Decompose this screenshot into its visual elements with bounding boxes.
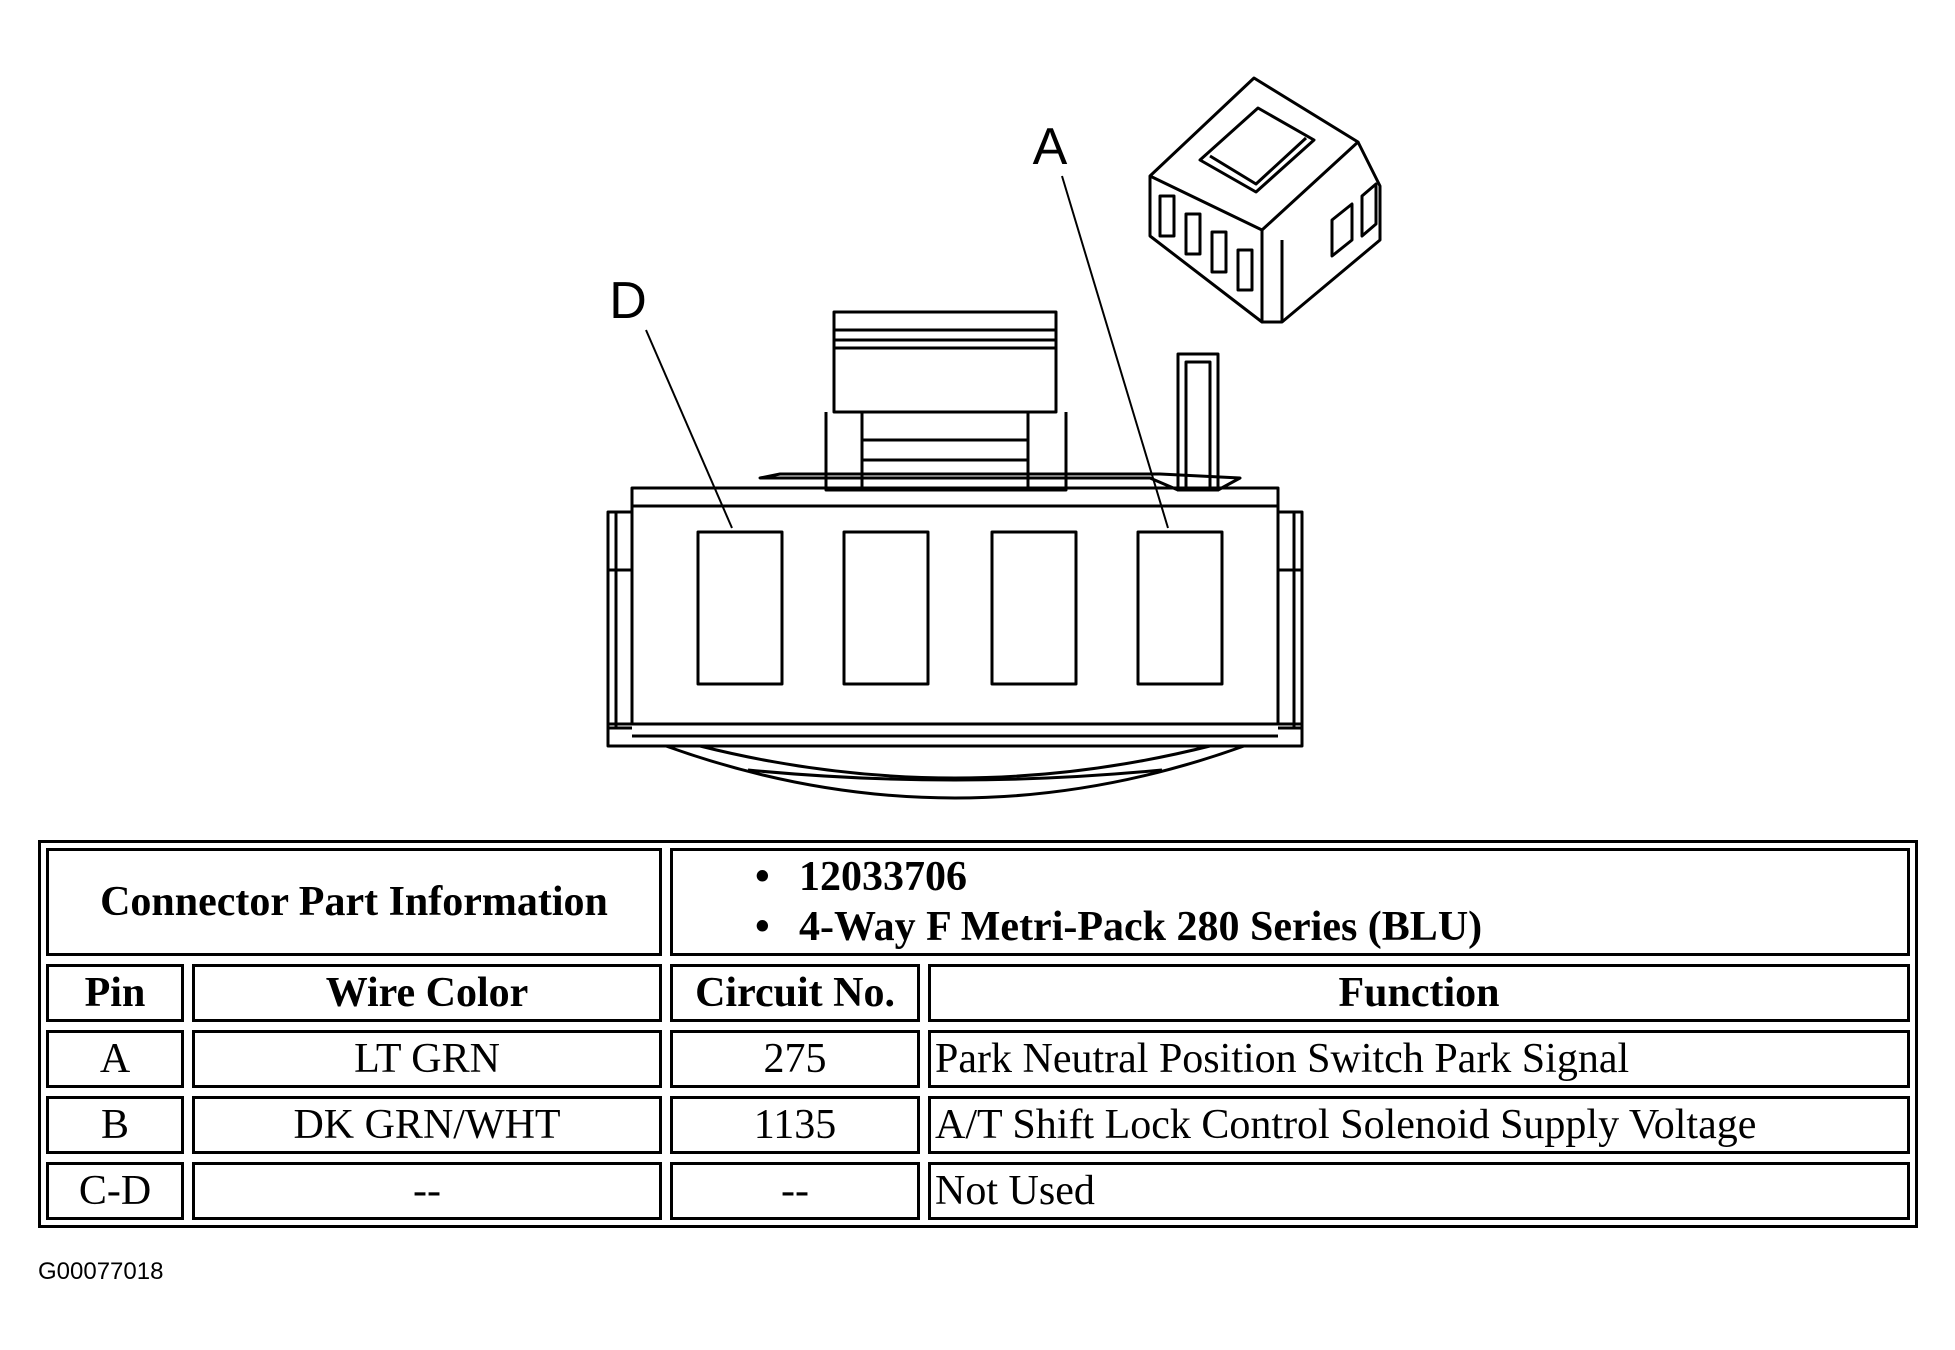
pin-cell: A xyxy=(46,1030,184,1088)
table-row: A LT GRN 275 Park Neutral Position Switc… xyxy=(46,1030,1910,1088)
function-cell: Not Used xyxy=(928,1162,1910,1220)
cavity-a xyxy=(1136,530,1224,686)
callout-a-leader xyxy=(1061,175,1169,529)
callout-d-label: D xyxy=(609,272,647,330)
connector-latch xyxy=(824,310,1068,492)
pin-cell: B xyxy=(46,1096,184,1154)
connector-info-table: Connector Part Information 12033706 4-Wa… xyxy=(38,840,1918,1228)
circuit-cell: 275 xyxy=(670,1030,921,1088)
circuit-cell: 1135 xyxy=(670,1096,921,1154)
wire-color-cell: DK GRN/WHT xyxy=(192,1096,663,1154)
table-row: B DK GRN/WHT 1135 A/T Shift Lock Control… xyxy=(46,1096,1910,1154)
column-header-circuit: Circuit No. xyxy=(670,964,921,1022)
connector-housing xyxy=(606,472,1304,800)
cavity-b xyxy=(990,530,1078,686)
part-info-label: Connector Part Information xyxy=(46,848,663,956)
connector-post xyxy=(1176,352,1220,492)
part-description: 4-Way F Metri-Pack 280 Series (BLU) xyxy=(755,902,1901,952)
function-cell: A/T Shift Lock Control Solenoid Supply V… xyxy=(928,1096,1910,1154)
circuit-cell: -- xyxy=(670,1162,921,1220)
part-number: 12033706 xyxy=(755,852,1901,902)
terminal-cavities xyxy=(696,530,1224,686)
cavity-c xyxy=(842,530,930,686)
callout-d-leader xyxy=(645,329,733,529)
figure-code: G00077018 xyxy=(38,1258,164,1285)
column-header-function: Function xyxy=(928,964,1910,1022)
wire-color-cell: -- xyxy=(192,1162,663,1220)
column-header-pin: Pin xyxy=(46,964,184,1022)
wire-color-cell: LT GRN xyxy=(192,1030,663,1088)
function-cell: Park Neutral Position Switch Park Signal xyxy=(928,1030,1910,1088)
cavity-d xyxy=(696,530,784,686)
table-row: C-D -- -- Not Used xyxy=(46,1162,1910,1220)
connector-iso-view xyxy=(1148,76,1382,324)
connector-diagram: A D xyxy=(606,76,1382,800)
part-info-values: 12033706 4-Way F Metri-Pack 280 Series (… xyxy=(670,848,1910,956)
column-header-wire-color: Wire Color xyxy=(192,964,663,1022)
pin-cell: C-D xyxy=(46,1162,184,1220)
callout-a-label: A xyxy=(1033,118,1068,176)
